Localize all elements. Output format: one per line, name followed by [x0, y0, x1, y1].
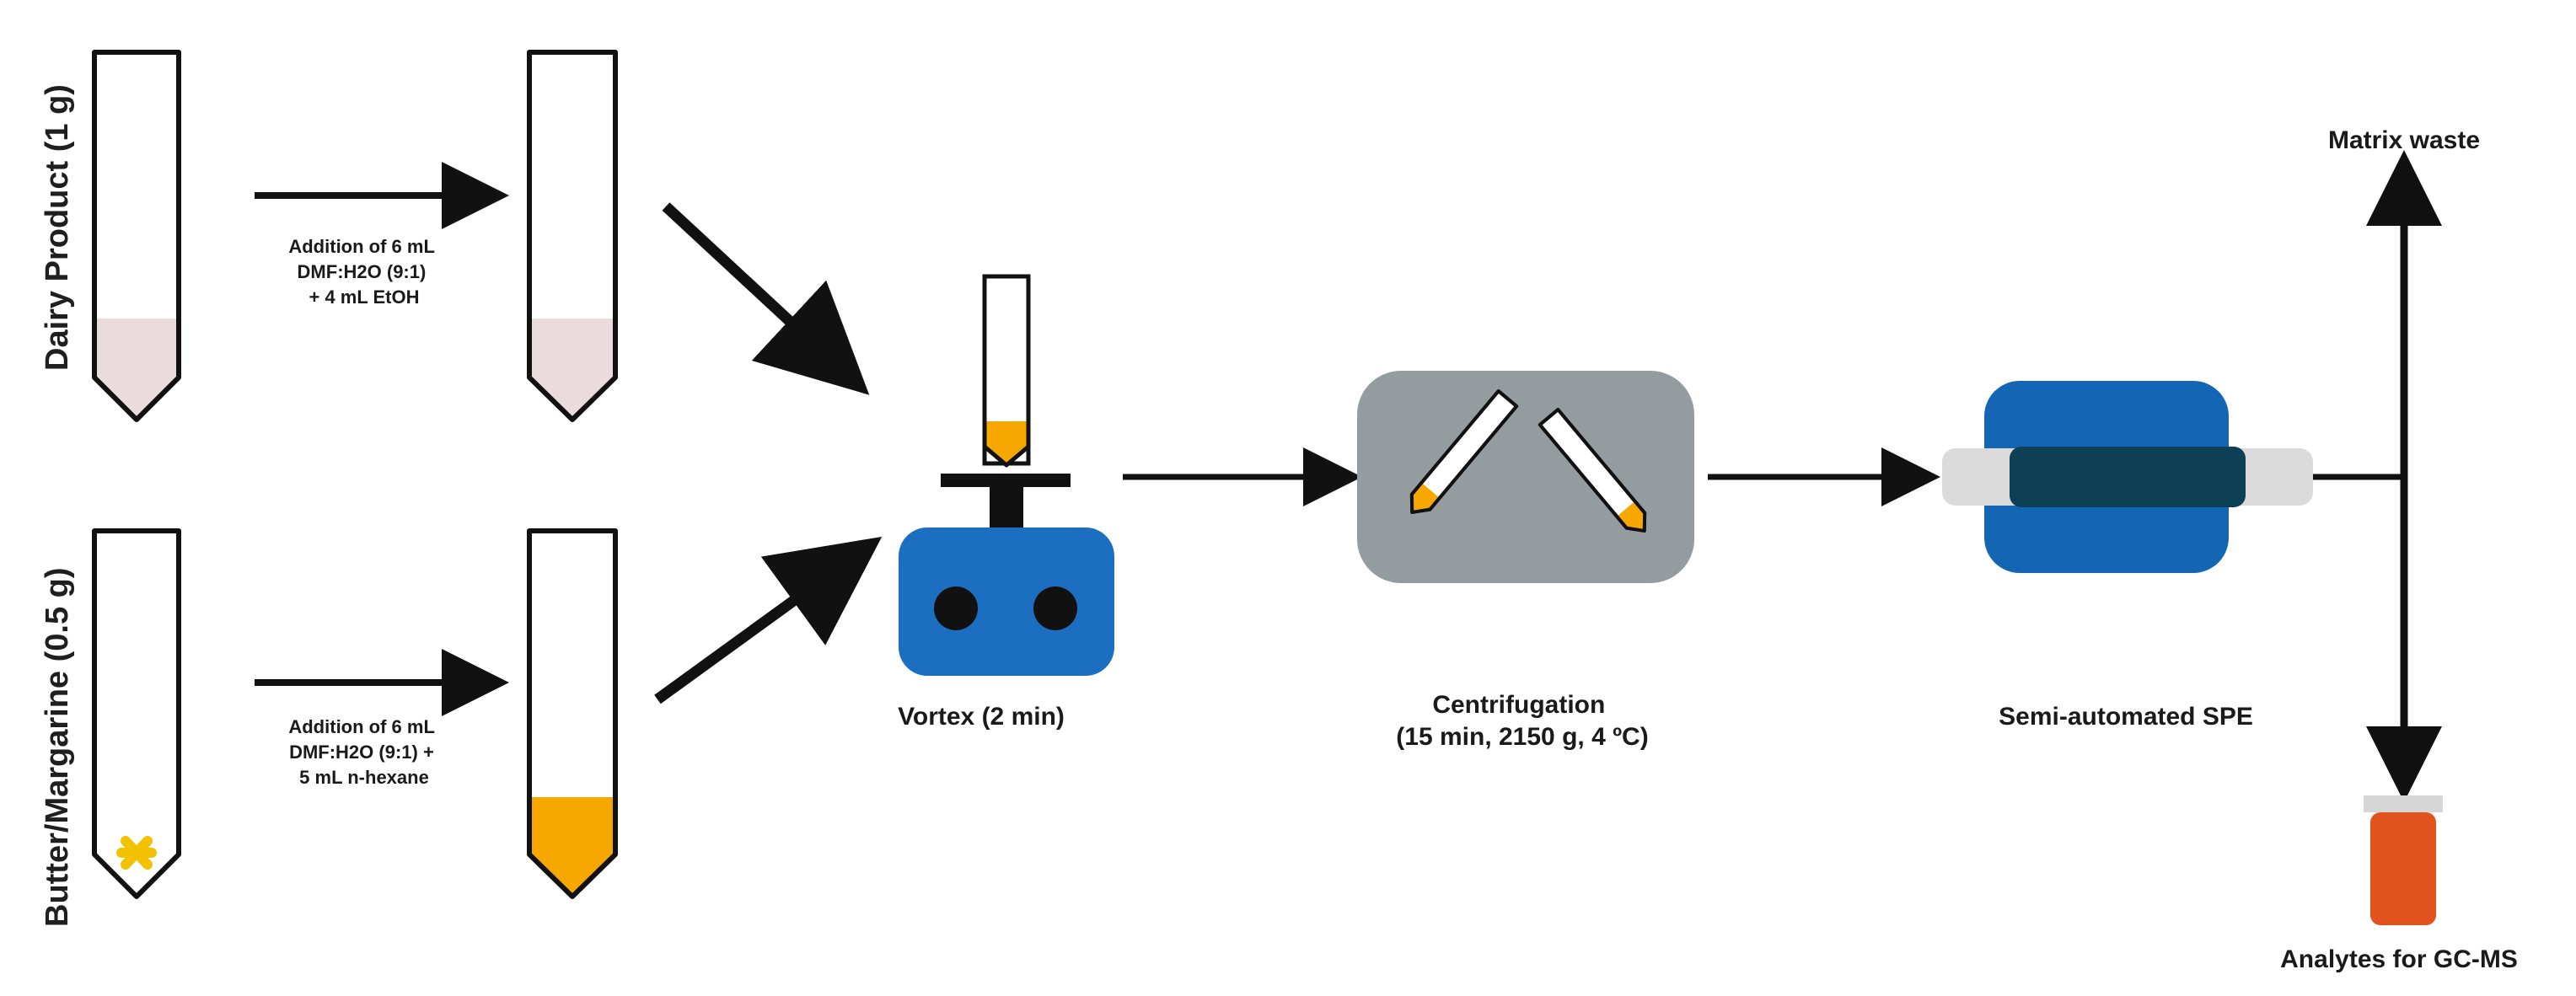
addition-top-line-1: Addition of 6 mL [288, 236, 434, 257]
vortex-mixer-icon [899, 274, 1114, 676]
arrow-icon [654, 536, 883, 704]
vial-icon [2364, 795, 2443, 925]
test-tube-icon [527, 50, 618, 422]
spe-device-icon [1942, 381, 2313, 573]
test-tube-icon [92, 528, 181, 899]
centrifuge-icon [1357, 371, 1694, 583]
matrix-waste-label: Matrix waste [2328, 126, 2480, 154]
vortex-label: Vortex (2 min) [898, 703, 1065, 731]
spe-label: Semi-automated SPE [1999, 703, 2253, 731]
test-tube-icon [527, 528, 618, 899]
butter-margarine-label: Butter/Margarine (0.5 g) [40, 567, 75, 927]
addition-bottom-line-2: DMF:H2O (9:1) + [289, 742, 434, 763]
addition-top-line-2: DMF:H2O (9:1) [298, 261, 427, 282]
addition-bottom-line-1: Addition of 6 mL [288, 716, 434, 737]
centrifugation-line-1: Centrifugation [1432, 691, 1605, 719]
centrifugation-line-2: (15 min, 2150 g, 4 ºC) [1396, 723, 1648, 751]
addition-text-bottom: Addition of 6 mL DMF:H2O (9:1) + 5 mL n-… [288, 716, 439, 788]
addition-top-line-3: + 4 mL EtOH [309, 286, 419, 308]
test-tube-icon [92, 50, 181, 422]
addition-text-top: Addition of 6 mL DMF:H2O (9:1) + 4 mL Et… [288, 236, 439, 308]
arrow-icon [662, 202, 870, 395]
centrifugation-label: Centrifugation (15 min, 2150 g, 4 ºC) [1396, 691, 1648, 751]
sample-asterisk-icon [116, 836, 157, 870]
addition-bottom-line-3: 5 mL n-hexane [299, 767, 429, 788]
dairy-product-label: Dairy Product (1 g) [40, 84, 75, 371]
analytes-label: Analytes for GC-MS [2280, 945, 2518, 973]
